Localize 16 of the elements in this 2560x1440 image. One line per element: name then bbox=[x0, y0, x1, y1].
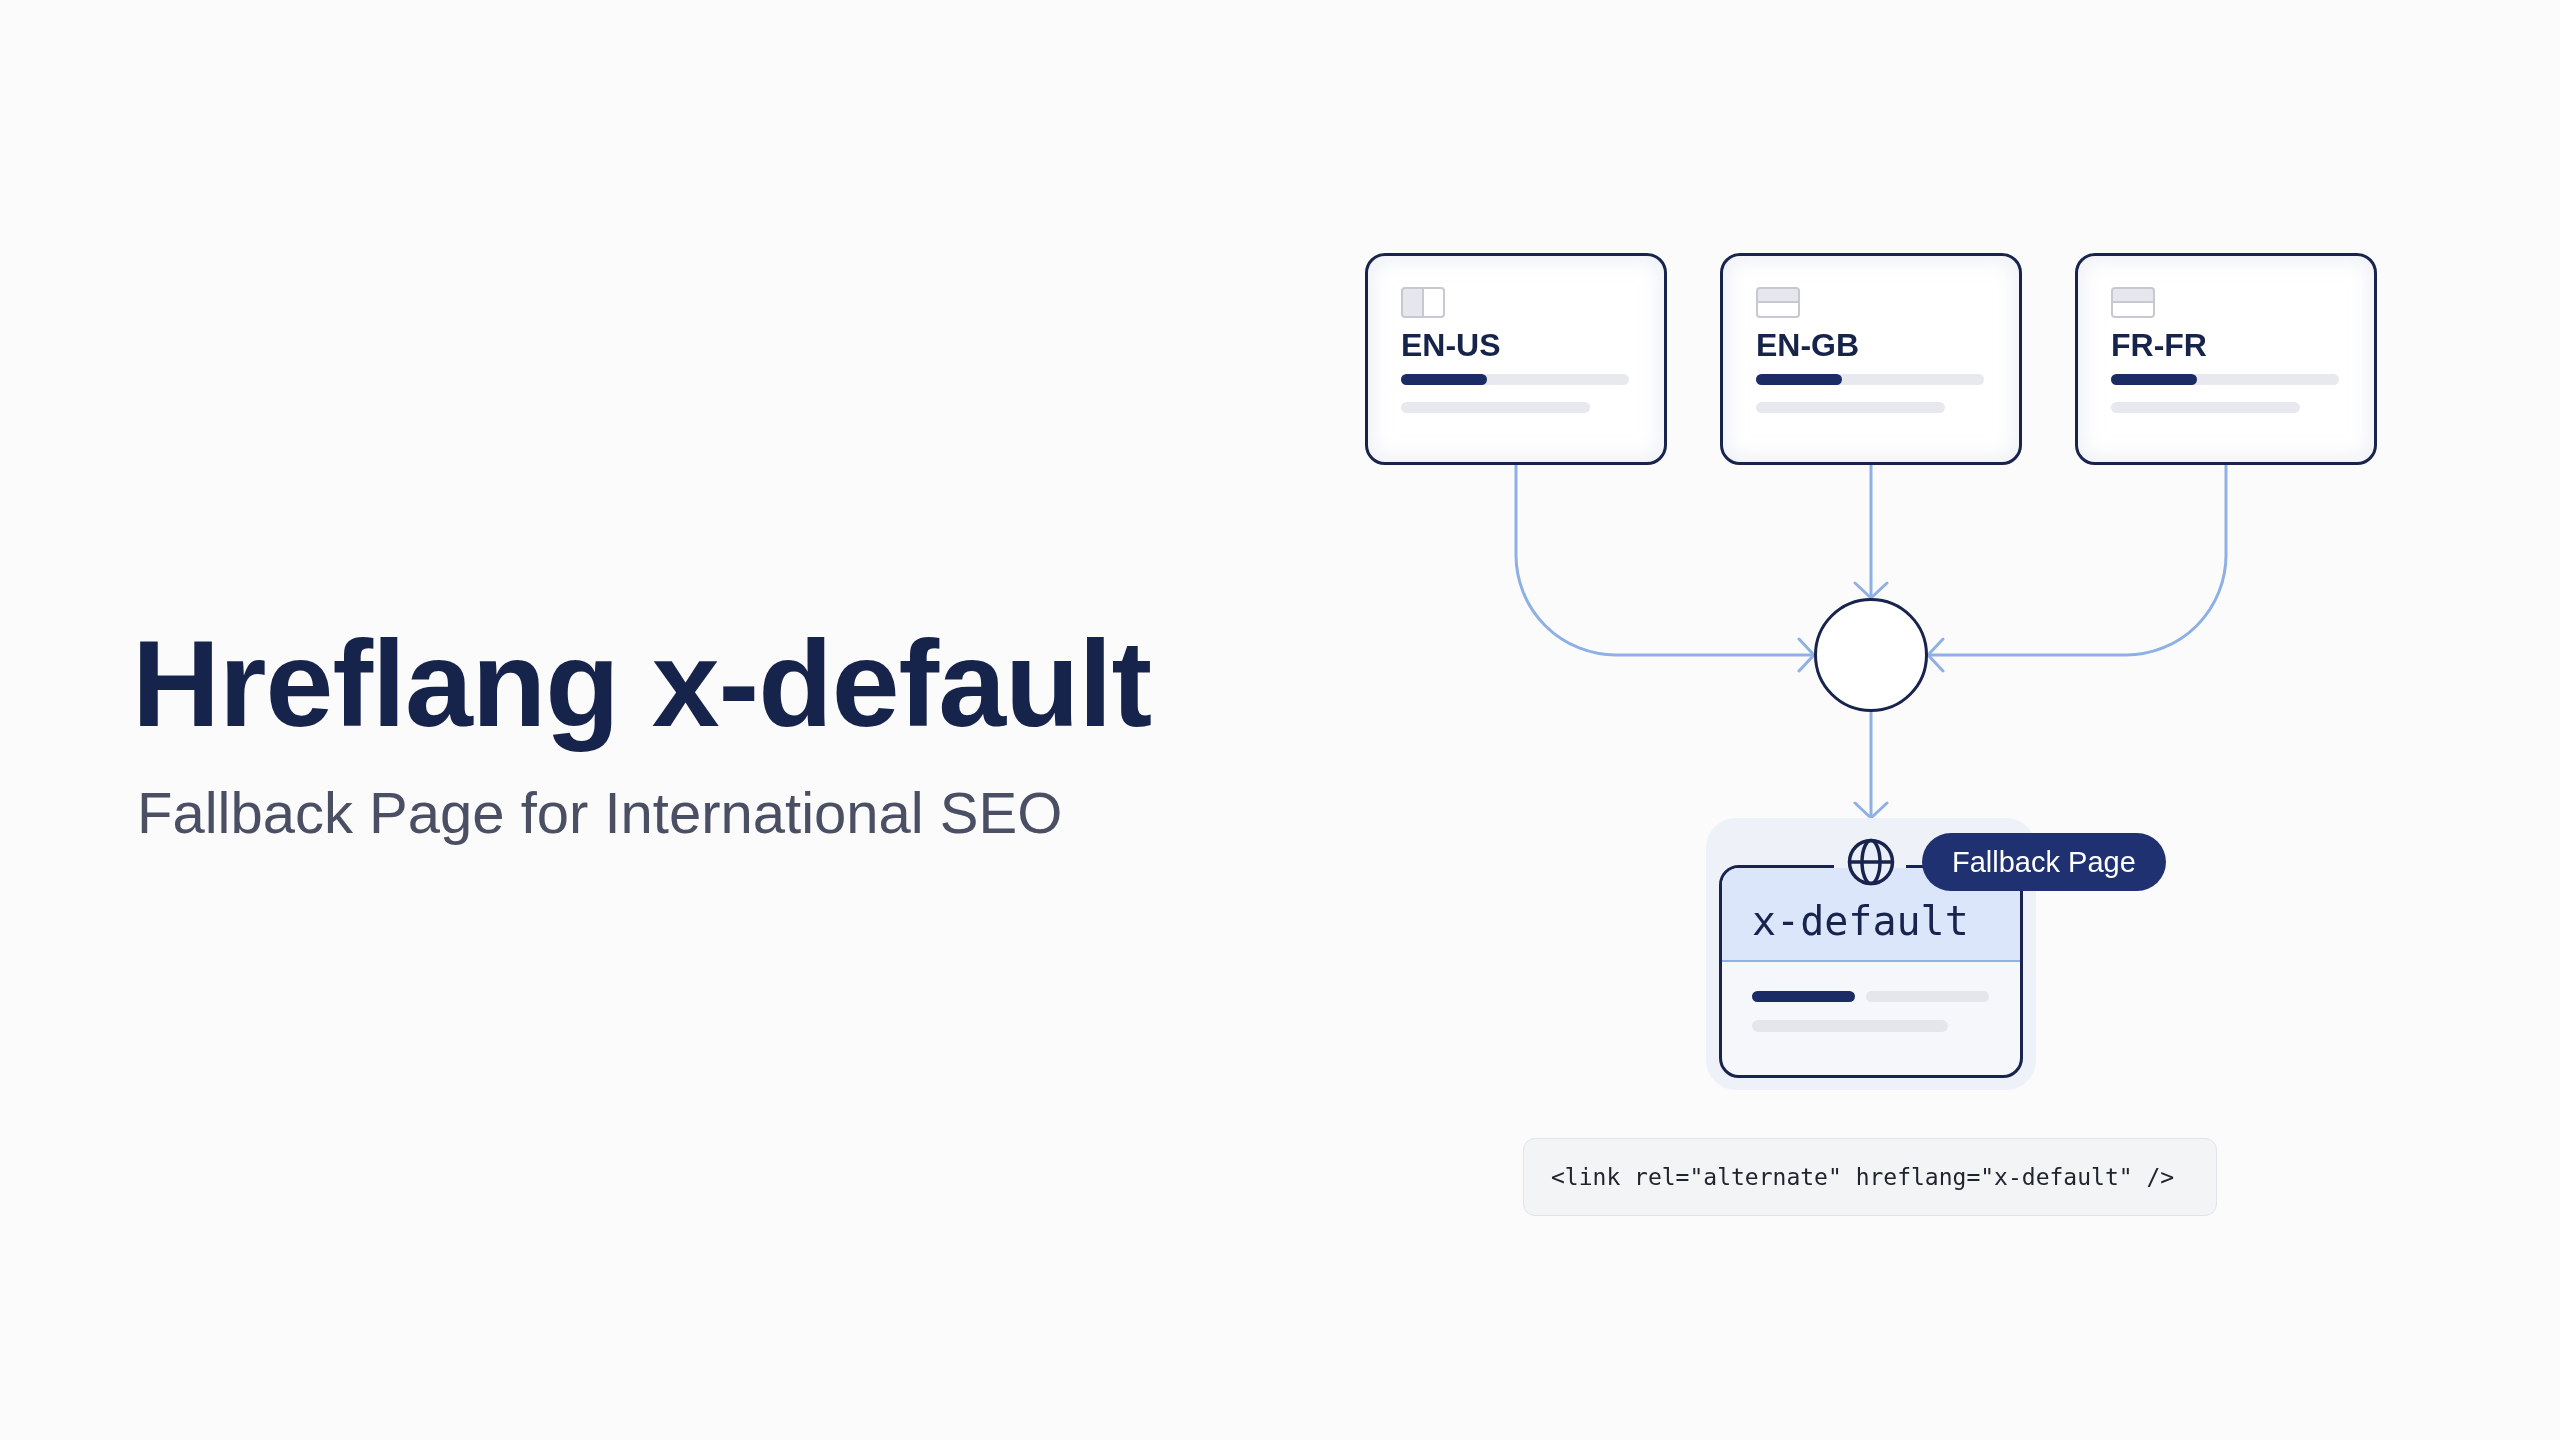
subtitle: Fallback Page for International SEO bbox=[137, 779, 1063, 847]
page-title: Hreflang x-default bbox=[132, 615, 1152, 754]
card-title: x-default bbox=[1752, 897, 1969, 945]
card-title: EN-GB bbox=[1756, 326, 1860, 364]
code-snippet bbox=[1523, 1138, 2217, 1216]
page-card bbox=[2075, 253, 2377, 465]
page-card bbox=[1720, 253, 2022, 465]
arrow bbox=[1514, 465, 1816, 673]
page-card bbox=[1365, 253, 1667, 465]
card-title: EN-US bbox=[1401, 326, 1501, 364]
code-text: <link rel="alternate" hreflang="x-default" /> bbox=[1551, 1163, 2175, 1192]
arrow bbox=[1926, 465, 2228, 673]
arrow bbox=[1853, 712, 1889, 820]
tag-pill: Fallback Page bbox=[1922, 833, 2166, 891]
arrow bbox=[1853, 465, 1889, 600]
card-title: FR-FR bbox=[2111, 326, 2207, 364]
